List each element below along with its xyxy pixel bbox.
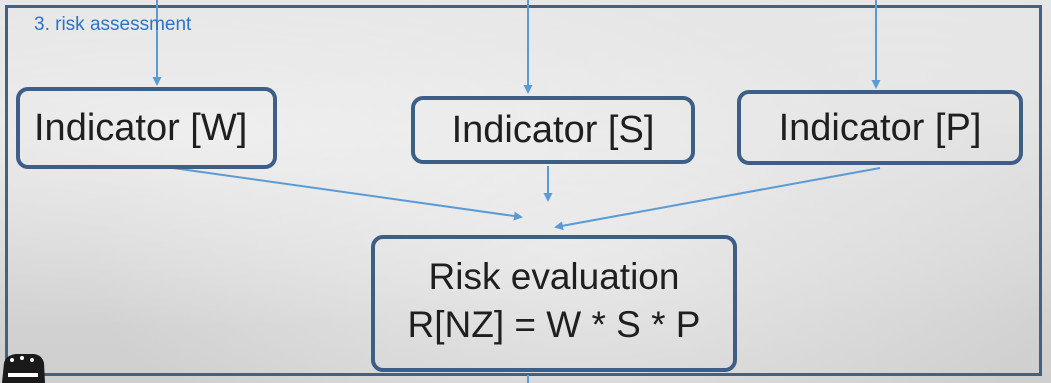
section-label: 3. risk assessment — [34, 14, 192, 35]
arrow-w-to-risk — [165, 166, 523, 221]
indicator-w-label: Indicator [W] — [34, 107, 248, 149]
risk-title: Risk evaluation — [428, 256, 680, 297]
arrow-p-to-risk — [554, 167, 881, 231]
indicator-w-box: Indicator [W] — [16, 87, 277, 169]
logo — [2, 354, 45, 383]
indicator-s-label: Indicator [S] — [451, 109, 655, 151]
risk-formula: R[NZ] = W * S * P — [407, 304, 701, 345]
risk-evaluation-box: Risk evaluation R[NZ] = W * S * P — [371, 235, 737, 372]
indicator-p-label: Indicator [P] — [778, 106, 982, 149]
indicator-s-box: Indicator [S] — [411, 96, 695, 164]
indicator-p-box: Indicator [P] — [737, 90, 1023, 165]
section-frame — [5, 5, 1042, 376]
